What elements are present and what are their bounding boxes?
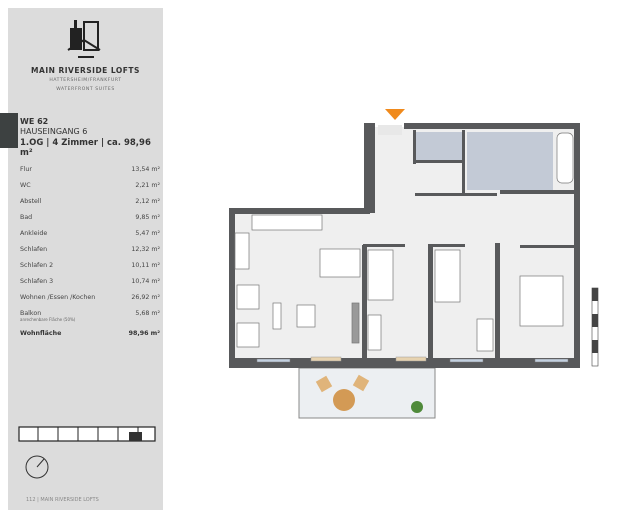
dining-table <box>319 248 361 278</box>
floor-fill <box>233 125 578 364</box>
table-icon <box>333 389 355 411</box>
sidebar: MAIN RIVERSIDE LOFTS HATTERSHEIM/FRANKFU… <box>8 8 163 510</box>
windows <box>256 358 569 363</box>
bathtub <box>556 132 574 184</box>
brand-name: MAIN RIVERSIDE LOFTS <box>31 66 140 75</box>
brand-tagline: WATERFRONT SUITES <box>56 87 115 92</box>
building-overview-map <box>18 426 156 442</box>
double-bed <box>519 275 564 327</box>
scale-bar <box>591 287 599 367</box>
entrance-arrow-icon <box>385 109 405 120</box>
unit-id: WE 62 <box>20 117 49 126</box>
unit-summary: 1.OG | 4 Zimmer | ca. 98,96 m² <box>20 138 151 158</box>
walls <box>229 123 580 368</box>
bed <box>367 249 394 301</box>
balcony-doors <box>310 356 427 362</box>
balcony <box>298 367 436 419</box>
stove <box>234 232 250 270</box>
page-footer: 112 | MAIN RIVERSIDE LOFTS <box>26 497 99 503</box>
wc-room <box>415 132 465 162</box>
building-logo-icon <box>67 20 101 58</box>
kitchen-counter <box>251 214 323 231</box>
desk <box>476 318 494 352</box>
furniture <box>234 132 574 352</box>
brand-location: HATTERSHEIM/FRANKFURT <box>49 78 122 83</box>
plant-icon <box>411 401 423 413</box>
bed <box>434 249 461 303</box>
unit-marker-tab <box>0 113 18 148</box>
compass-icon <box>25 455 49 479</box>
bathroom <box>467 132 553 190</box>
unit-entrance: HAUSEINGANG 6 <box>20 127 88 136</box>
